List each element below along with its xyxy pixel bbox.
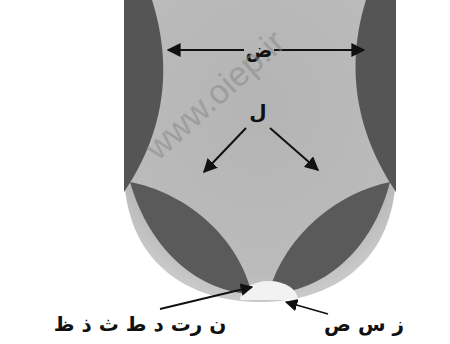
bottom-bump bbox=[240, 281, 298, 300]
part-label: ز س ص bbox=[324, 313, 404, 335]
left-lower-lobe bbox=[130, 182, 252, 294]
leader-arrow bbox=[160, 287, 252, 309]
leader-arrow bbox=[204, 128, 246, 172]
body-outline bbox=[124, 0, 396, 302]
leader-arrow bbox=[270, 128, 318, 170]
right-dark-band bbox=[356, 0, 396, 192]
left-dark-band bbox=[124, 0, 163, 192]
leader-arrow bbox=[286, 302, 328, 314]
leader-arrow bbox=[168, 49, 244, 51]
right-lower-lobe bbox=[268, 182, 390, 294]
part-label: ن رت د ط ث ذ ظ bbox=[54, 313, 227, 335]
part-label: ل bbox=[249, 101, 266, 123]
